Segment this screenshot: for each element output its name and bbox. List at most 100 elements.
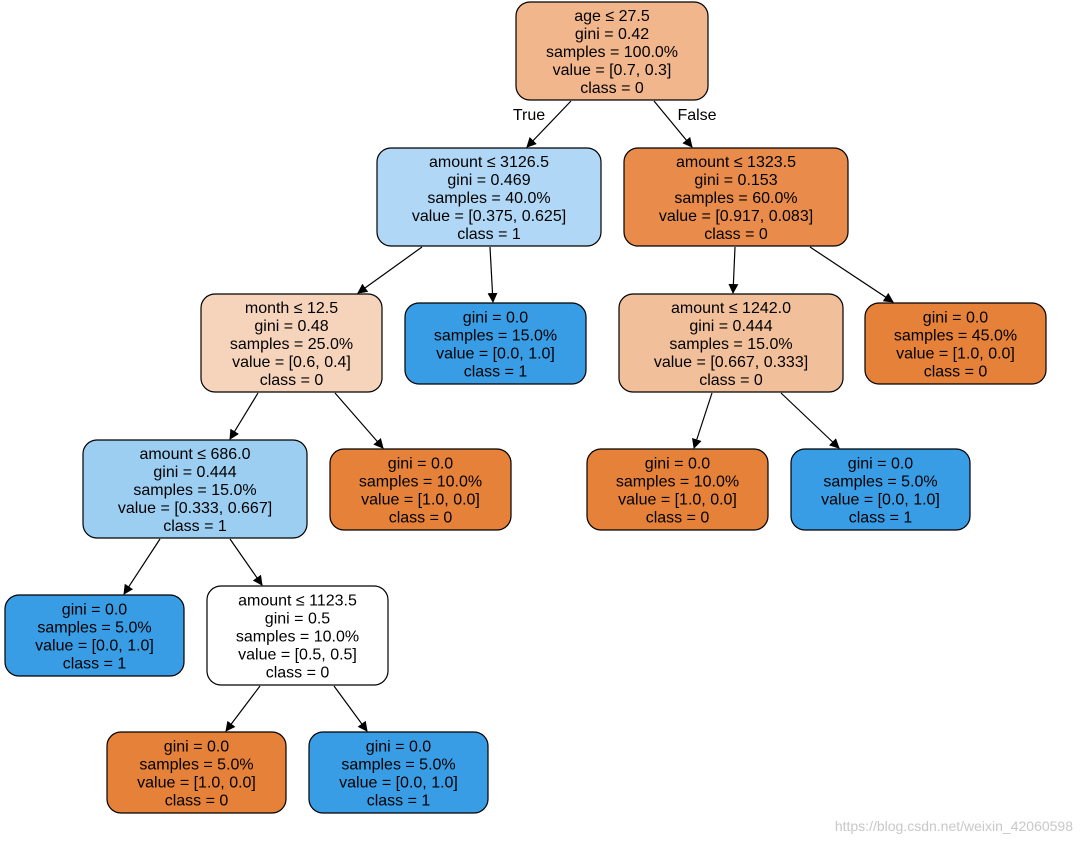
node-text-line: gini = 0.444 xyxy=(689,318,772,335)
edge-n12-n13 xyxy=(225,685,261,732)
node-text-line: samples = 10.0% xyxy=(236,629,359,646)
node-text-line: samples = 5.0% xyxy=(341,757,455,774)
node-text-line: amount ≤ 1323.5 xyxy=(676,154,796,171)
edge-label-false: False xyxy=(677,107,716,124)
node-text-line: value = [0.0, 1.0] xyxy=(339,775,458,792)
edge-n2-n5 xyxy=(728,246,739,294)
node-text-line: amount ≤ 1123.5 xyxy=(238,593,357,610)
edge-n1-n3 xyxy=(357,246,423,294)
node-text-line: class = 0 xyxy=(389,510,453,527)
node-box xyxy=(376,147,602,247)
node-text-line: class = 1 xyxy=(464,364,528,381)
node-text-line: class = 1 xyxy=(163,518,227,535)
edge-n5-n11 xyxy=(780,392,840,449)
node-text-line: value = [0.5, 0.5] xyxy=(238,647,357,664)
node-text-line: class = 0 xyxy=(165,793,229,810)
node-text-line: samples = 60.0% xyxy=(674,190,797,207)
node-text-line: samples = 10.0% xyxy=(359,474,482,491)
node-text-line: gini = 0.0 xyxy=(923,310,988,327)
node-text-line: value = [0.917, 0.083] xyxy=(659,208,813,225)
edge-n5-n9 xyxy=(692,392,713,449)
node-text-line: samples = 25.0% xyxy=(230,336,353,353)
node-text-line: class = 1 xyxy=(457,226,521,243)
node-text-line: gini = 0.0 xyxy=(463,310,528,327)
node-text-line: class = 0 xyxy=(924,364,988,381)
node-box xyxy=(4,594,185,677)
node-box xyxy=(206,585,389,686)
edge-n0-n2 xyxy=(653,100,693,148)
node-text-line: samples = 40.0% xyxy=(427,190,550,207)
node-text-line: value = [0.0, 1.0] xyxy=(35,638,154,655)
node-text-line: samples = 15.0% xyxy=(133,482,256,499)
node-box xyxy=(404,302,587,385)
node-text-line: value = [0.375, 0.625] xyxy=(412,208,566,225)
node-text-line: value = [1.0, 0.0] xyxy=(361,492,480,509)
node-text-line: value = [0.0, 1.0] xyxy=(821,492,940,509)
node-text-line: value = [1.0, 0.0] xyxy=(896,346,1015,363)
node-text-line: amount ≤ 686.0 xyxy=(139,446,250,463)
node-box xyxy=(82,439,308,539)
node-box xyxy=(200,293,383,393)
node-text-line: samples = 10.0% xyxy=(616,474,739,491)
edge-n2-n6 xyxy=(809,246,894,303)
edge-n7-n10 xyxy=(123,538,161,595)
tree-edges: True False xyxy=(123,100,894,732)
node-text-line: gini = 0.469 xyxy=(447,172,530,189)
node-text-line: value = [0.0, 1.0] xyxy=(436,346,555,363)
edge-n0-n1 xyxy=(526,100,572,148)
node-text-line: class = 0 xyxy=(699,372,763,389)
node-text-line: amount ≤ 1242.0 xyxy=(671,300,791,317)
node-text-line: gini = 0.0 xyxy=(645,456,710,473)
node-text-line: class = 0 xyxy=(266,665,330,682)
node-text-line: gini = 0.48 xyxy=(254,318,328,335)
node-text-line: gini = 0.5 xyxy=(265,611,330,628)
node-text-line: class = 1 xyxy=(849,510,913,527)
node-box xyxy=(618,293,844,393)
node-text-line: age ≤ 27.5 xyxy=(574,8,650,25)
edge-n7-n12 xyxy=(229,538,263,586)
node-text-line: samples = 15.0% xyxy=(669,336,792,353)
node-text-line: class = 0 xyxy=(646,510,710,527)
node-box xyxy=(864,302,1047,385)
node-text-line: samples = 5.0% xyxy=(139,757,253,774)
node-text-line: samples = 5.0% xyxy=(823,474,937,491)
node-text-line: amount ≤ 3126.5 xyxy=(429,154,549,171)
node-text-line: samples = 100.0% xyxy=(546,44,678,61)
node-text-line: month ≤ 12.5 xyxy=(245,300,338,317)
node-box xyxy=(308,731,489,814)
node-text-line: gini = 0.0 xyxy=(164,739,229,756)
edge-n3-n7 xyxy=(229,392,259,440)
node-text-line: gini = 0.0 xyxy=(388,456,453,473)
node-text-line: class = 0 xyxy=(704,226,768,243)
node-box xyxy=(790,448,971,531)
node-text-line: gini = 0.0 xyxy=(848,456,913,473)
node-text-line: value = [0.6, 0.4] xyxy=(232,354,351,371)
node-text-line: samples = 45.0% xyxy=(894,328,1017,345)
node-text-line: gini = 0.444 xyxy=(153,464,236,481)
node-text-line: class = 1 xyxy=(63,656,127,673)
node-text-line: class = 1 xyxy=(367,793,431,810)
node-text-line: gini = 0.0 xyxy=(62,602,127,619)
edge-n1-n4 xyxy=(487,246,498,303)
node-text-line: value = [0.7, 0.3] xyxy=(553,62,672,79)
node-text-line: gini = 0.153 xyxy=(694,172,777,189)
edge-label-true: True xyxy=(513,107,545,124)
watermark-text: https://blog.csdn.net/weixin_42060598 xyxy=(834,818,1073,834)
node-text-line: value = [0.667, 0.333] xyxy=(654,354,808,371)
